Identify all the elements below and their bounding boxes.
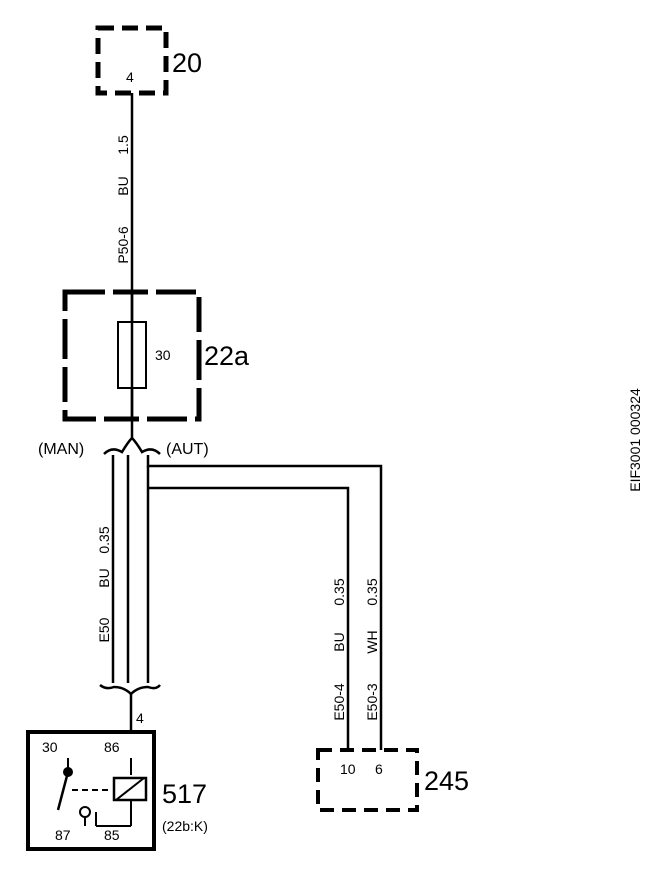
svg-text:1.5: 1.5	[115, 135, 131, 155]
component-245-pin-6: 6	[375, 761, 383, 777]
wire-e50-3	[146, 455, 383, 750]
wire-e50-gauge: 0.35	[96, 526, 112, 553]
wire-e50-4-code: E50-4	[331, 683, 347, 721]
component-20-label: 20	[172, 48, 202, 78]
wire-e50-color: BU	[96, 568, 112, 587]
svg-text:EIF3001 000324: EIF3001 000324	[627, 388, 643, 492]
svg-text:WH: WH	[364, 630, 380, 653]
svg-text:E50: E50	[96, 617, 112, 642]
svg-text:P50-6: P50-6	[115, 226, 131, 264]
wire-top-code: P50-6	[115, 226, 131, 264]
component-517-label: 517	[162, 779, 207, 809]
fuse-number: 30	[155, 347, 171, 363]
svg-text:BU: BU	[115, 176, 131, 195]
component-517-sublabel: (22b:K)	[162, 818, 208, 834]
wire-e50-3-code: E50-3	[364, 683, 380, 721]
wire-e50	[111, 455, 350, 750]
relay-pin-30: 30	[42, 739, 58, 755]
branch-aut-label: (AUT)	[166, 441, 209, 458]
component-245-label: 245	[424, 766, 469, 796]
svg-text:BU: BU	[331, 632, 347, 651]
relay-pin-85: 85	[104, 827, 120, 843]
relay-pin-86: 86	[104, 739, 120, 755]
relay-switch-arm	[56, 771, 70, 811]
document-reference: EIF3001 000324	[627, 388, 643, 492]
wire-e50-code: E50	[96, 617, 112, 642]
wire-e50-4-color: BU	[331, 632, 347, 651]
component-245: 10 6 245	[316, 748, 469, 812]
branch-brace	[103, 436, 161, 455]
svg-text:0.35: 0.35	[331, 578, 347, 605]
component-517: 30 86 87 85 517 (22b:K)	[26, 730, 208, 851]
svg-text:0.35: 0.35	[96, 526, 112, 553]
svg-text:E50-3: E50-3	[364, 683, 380, 721]
wire-e50-4-gauge: 0.35	[331, 578, 347, 605]
wire-top-gauge: 1.5	[115, 135, 131, 155]
wire-e50-3-gauge: 0.35	[364, 578, 380, 605]
wire-e50-3-color: WH	[364, 630, 380, 653]
branch-man-label: (MAN)	[38, 441, 84, 458]
component-245-pin-10: 10	[340, 761, 356, 777]
component-20-pin: 4	[126, 69, 134, 85]
bottom-brace	[99, 684, 161, 696]
component-22a: 30 22a	[62, 289, 250, 422]
component-20: 4 20	[95, 25, 202, 96]
svg-text:BU: BU	[96, 568, 112, 587]
svg-text:E50-4: E50-4	[331, 683, 347, 721]
wire-top-color: BU	[115, 176, 131, 195]
component-517-pin-4: 4	[136, 710, 144, 726]
relay-pin-87: 87	[55, 827, 71, 843]
component-22a-label: 22a	[204, 341, 250, 371]
svg-text:0.35: 0.35	[364, 578, 380, 605]
